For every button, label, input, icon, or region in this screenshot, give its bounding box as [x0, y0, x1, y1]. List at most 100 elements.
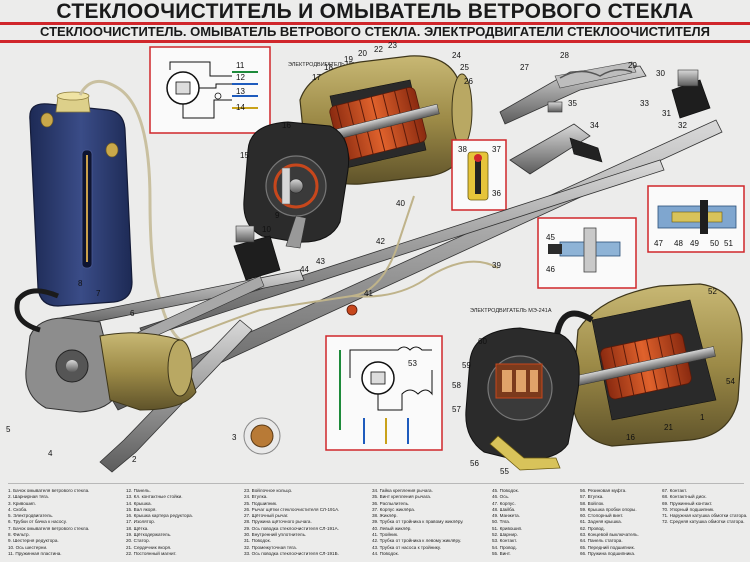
top-gearbox	[243, 121, 350, 249]
legend-item: 62. Провод.	[580, 525, 605, 531]
callout: 33	[640, 99, 649, 108]
legend-item: 5. Электродвигатель.	[8, 513, 54, 519]
legend-item: 22. Постоянный магнит.	[126, 550, 177, 556]
legend-item: 28. Пружина щёточного рычага.	[244, 519, 312, 525]
grommet	[243, 417, 281, 455]
callout: 41	[364, 289, 373, 298]
legend-item: 57. Втулка.	[580, 494, 604, 500]
legend-item: 19. Щёткодержатель.	[126, 532, 172, 538]
callout: 59	[462, 361, 471, 370]
legend-item: 58. Войлок.	[580, 500, 605, 506]
callout: 40	[396, 199, 405, 208]
callout: 56	[470, 459, 479, 468]
callout-numbers: 5 4 2 3 6 7 8 9 10 11 12 13 14 15 16 17 …	[6, 41, 735, 476]
legend-item: 14. Крышка.	[126, 500, 152, 506]
legend-item: 66. Пружина подшипника.	[580, 550, 636, 556]
callout: 42	[376, 237, 385, 246]
legend-item: 8. Фильтр.	[8, 532, 30, 538]
callout: 18	[324, 63, 333, 72]
callout: 3	[232, 433, 237, 442]
callout: 52	[708, 287, 717, 296]
legend-item: 3. Кривошип.	[8, 500, 36, 506]
callout: 54	[726, 377, 735, 386]
legend-item: 64. Панель статора.	[580, 538, 623, 544]
callout: 49	[690, 239, 699, 248]
legend-item: 24. Втулка.	[244, 494, 268, 500]
legend-item: 48. Шайба.	[492, 506, 516, 512]
wiper-blade-holder	[509, 123, 603, 175]
callout: 28	[560, 51, 569, 60]
legend-item: 70. Упорный подшипник.	[662, 506, 715, 512]
callout: 2	[132, 455, 137, 464]
legend-item: 13. Кл. контактные стойки.	[126, 494, 183, 500]
legend-item: 35. Винт крепления рычага.	[372, 494, 432, 500]
legend-item: 29. Ось поводка стеклоочистителя СЛ-191А…	[244, 525, 339, 531]
legend-item: 33. Ось поводка стеклоочистителя СЛ-191Б…	[244, 550, 339, 556]
callout: 10	[262, 225, 271, 234]
motor-label-bottom: ЭЛЕКТРОДВИГАТЕЛЬ МЭ-241А	[470, 308, 552, 314]
callout: 13	[236, 87, 245, 96]
legend-item: 1. Бачок омывателя ветрового стекла.	[8, 488, 90, 493]
legend-column-6: 56. Резиновая муфта.57. Втулка.58. Войло…	[580, 488, 639, 557]
legend-item: 72. Средняя катушка обмотки статора.	[662, 519, 745, 525]
callout: 51	[724, 239, 733, 248]
legend-item: 67. Контакт.	[662, 488, 687, 493]
motor-label-top: ЭЛЕКТРОДВИГАТЕЛЬ МЭ-241	[288, 62, 366, 68]
top-wiring-schematic	[149, 46, 271, 134]
right-pivot-shaft	[671, 69, 711, 119]
page-title: СТЕКЛООЧИСТИТЕЛЬ И ОМЫВАТЕЛЬ ВЕТРОВОГО С…	[56, 0, 694, 23]
legend-item: 12. Панель.	[126, 488, 151, 493]
legend-item: 6. Трубки от бачка к насосу.	[8, 519, 67, 525]
callout: 12	[236, 73, 245, 82]
legend-column-7: 67. Контакт.68. Контактный диск.69. Пруж…	[662, 488, 747, 526]
bottom-wiring-schematic	[325, 335, 443, 451]
legend-column-2: 12. Панель.13. Кл. контактные стойки.14.…	[126, 488, 193, 557]
washer-tubes	[179, 195, 499, 341]
callout: 6	[130, 309, 135, 318]
legend-item: 53. Контакт.	[492, 538, 517, 544]
callout: 37	[492, 145, 501, 154]
washer-reservoir	[29, 91, 133, 307]
legend-column-3: 23. Войлочное кольцо.24. Втулка.25. Подш…	[244, 488, 339, 557]
legend-item: 4. Скоба.	[8, 506, 28, 512]
callout: 16	[626, 433, 635, 442]
legend-item: 34. Гайка крепления рычага.	[372, 488, 433, 493]
callout: 29	[628, 61, 637, 70]
callout: 9	[275, 211, 280, 220]
callout: 48	[674, 239, 683, 248]
legend-item: 32. Промежуточная тяга.	[244, 544, 297, 550]
wiper-arm	[499, 61, 647, 125]
callout: 4	[48, 449, 53, 458]
bottom-motor	[553, 283, 743, 447]
legend-item: 26. Рычаг щётки стеклоочистителя СЛ-191А…	[244, 506, 340, 512]
bottom-gearbox	[465, 327, 580, 471]
callout: 47	[654, 239, 663, 248]
arm-fastening-nut	[547, 101, 563, 113]
legend-item: 16. Крышка картера редуктора.	[126, 513, 193, 519]
bottom-left-motor	[14, 288, 197, 413]
callout: 53	[408, 359, 417, 368]
callout: 44	[300, 265, 309, 274]
legend-item: 56. Резиновая муфта.	[580, 488, 627, 493]
legend-item: 41. Тройник.	[372, 532, 399, 538]
callout: 30	[656, 69, 665, 78]
callout: 14	[236, 103, 245, 112]
legend-item: 27. Щёточный рычаг.	[244, 513, 289, 519]
legend-item: 46. Ось.	[492, 494, 510, 500]
legend-item: 65. Передний подшипник.	[580, 544, 635, 550]
subtitle-rule	[0, 40, 750, 43]
callout: 45	[546, 233, 555, 242]
left-pivot	[233, 225, 281, 281]
legend-item: 23. Войлочное кольцо.	[244, 488, 293, 493]
callout: 46	[546, 265, 555, 274]
legend-item: 69. Пружинный контакт.	[662, 500, 713, 506]
callout: 16	[282, 121, 291, 130]
callout: 55	[500, 467, 509, 476]
legend-item: 50. Тяга.	[492, 519, 511, 525]
legend-item: 45. Поводок.	[492, 488, 519, 493]
callout: 31	[662, 109, 671, 118]
legend-item: 39. Трубка от тройника к правому жиклёру…	[372, 519, 464, 525]
legend-item: 38. Жиклёр.	[372, 513, 398, 519]
title-rule	[0, 22, 750, 25]
callout: 32	[678, 121, 687, 130]
